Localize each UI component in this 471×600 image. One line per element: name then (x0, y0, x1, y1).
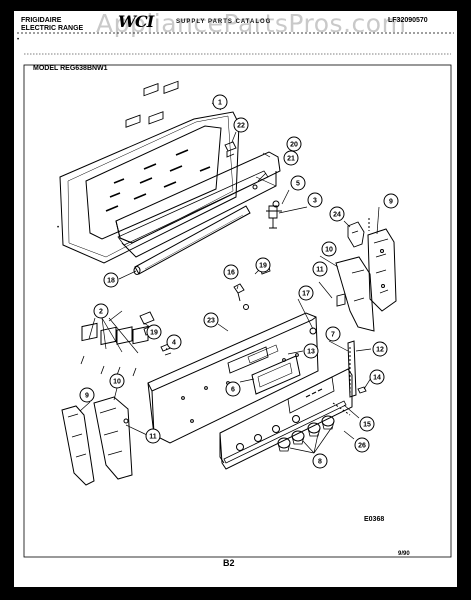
svg-text:23: 23 (207, 318, 215, 325)
product-type: ELECTRIC RANGE (21, 25, 84, 32)
svg-text:11: 11 (149, 434, 157, 441)
catalog-label: SUPPLY PARTS CATALOG (176, 19, 272, 25)
callout-19-top: 19 (255, 257, 271, 273)
callout-23: 23 (203, 312, 219, 328)
control-knobs (277, 415, 335, 452)
svg-text:22: 22 (237, 123, 245, 130)
svg-text:12: 12 (376, 347, 384, 354)
callout-20: 20 (286, 136, 302, 152)
svg-text:9: 9 (85, 393, 89, 400)
svg-text:14: 14 (373, 375, 381, 382)
catalog-number: LF32090570 (388, 17, 428, 24)
callout-3: 3 (307, 192, 323, 208)
svg-text:4: 4 (172, 340, 176, 347)
revision-date: 9/90 (398, 551, 410, 557)
parts-diagram-sheet: AppliancePartsPros.com FRIGIDAIRE ELECTR… (14, 9, 457, 587)
svg-text:•: • (17, 37, 19, 43)
callout-markers: 1 22 20 21 5 3 24 9 10 11 18 16 19 17 2 … (79, 94, 399, 469)
callout-5: 5 (290, 175, 306, 191)
callout-16: 16 (223, 264, 239, 280)
side-panel-left (93, 396, 133, 480)
callout-9-left: 9 (79, 387, 95, 403)
svg-text:5: 5 (296, 181, 300, 188)
svg-text:16: 16 (227, 270, 235, 277)
svg-text:10: 10 (325, 247, 333, 254)
svg-text:18: 18 (107, 278, 115, 285)
door-window-part (59, 80, 240, 264)
svg-text:20: 20 (290, 142, 298, 149)
callout-6: 6 (225, 381, 241, 397)
leader-lines (79, 102, 380, 454)
callout-1: 1 (212, 94, 228, 110)
callout-26: 26 (354, 437, 370, 453)
svg-text:15: 15 (363, 422, 371, 429)
callout-7: 7 (325, 326, 341, 342)
callout-8: 8 (312, 453, 328, 469)
svg-text:3: 3 (313, 198, 317, 205)
callout-2: 2 (93, 303, 109, 319)
svg-text:13: 13 (307, 349, 315, 356)
tube-part (133, 205, 251, 275)
back-guard-brace (115, 151, 281, 258)
end-bracket-left (61, 405, 95, 486)
page-number: B2 (223, 558, 235, 568)
callout-4: 4 (166, 334, 182, 350)
brand-name: FRIGIDAIRE (21, 17, 62, 24)
svg-text:19: 19 (150, 330, 158, 337)
callout-17: 17 (298, 285, 314, 301)
svg-text:11: 11 (316, 267, 324, 274)
svg-text:19: 19 (259, 263, 267, 270)
callout-19-left: 19 (146, 324, 162, 340)
svg-text:26: 26 (358, 443, 366, 450)
svg-text:2: 2 (99, 309, 103, 316)
callout-13: 13 (303, 343, 319, 359)
callout-24: 24 (329, 206, 345, 222)
callout-10-left: 10 (109, 373, 125, 389)
svg-text:1: 1 (218, 100, 222, 107)
svg-text:•: • (57, 225, 59, 231)
callout-11-left: 11 (145, 428, 161, 444)
callout-10-right: 10 (321, 241, 337, 257)
svg-text:8: 8 (318, 459, 322, 466)
end-bracket-right (367, 228, 397, 312)
callout-11-right: 11 (312, 261, 328, 277)
callout-14: 14 (369, 369, 385, 385)
callout-9-right: 9 (383, 193, 399, 209)
svg-text:24: 24 (333, 212, 341, 219)
diagram-code: E0368 (364, 516, 385, 523)
svg-text:17: 17 (302, 291, 310, 298)
svg-text:10: 10 (113, 379, 121, 386)
callout-15: 15 (359, 416, 375, 432)
exploded-parts-drawing: 1 22 20 21 5 3 24 9 10 11 18 16 19 17 2 … (17, 32, 454, 558)
svg-text:21: 21 (287, 156, 295, 163)
model-number: MODEL REG638BNW1 (33, 65, 108, 72)
svg-text:9: 9 (389, 199, 393, 206)
callout-22: 22 (233, 117, 249, 133)
callout-18: 18 (103, 272, 119, 288)
svg-text:7: 7 (331, 332, 335, 339)
callout-12: 12 (372, 341, 388, 357)
svg-text:6: 6 (231, 387, 235, 394)
wci-logo: WCI (118, 12, 154, 31)
callout-21: 21 (283, 150, 299, 166)
